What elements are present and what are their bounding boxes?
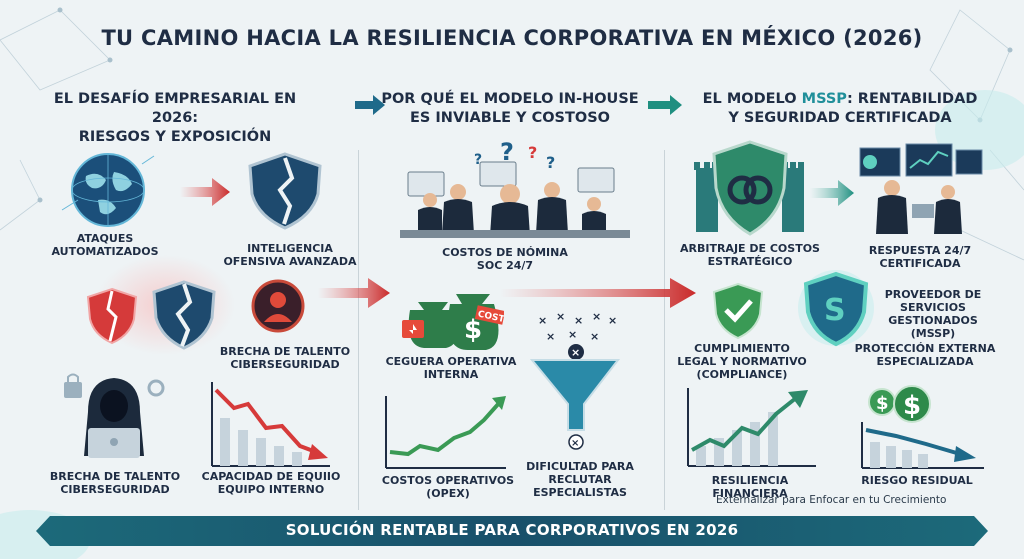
- hacker-badge-icon: [251, 279, 305, 333]
- svg-text:×: ×: [538, 314, 547, 327]
- svg-text:×: ×: [571, 438, 579, 449]
- declining-chart-icon: [211, 382, 330, 467]
- financial-resilience-chart-icon: [687, 388, 816, 467]
- column-heading-mssp: EL MODELO MSSP: RENTABILIDAD Y SEGURIDAD…: [702, 91, 978, 126]
- broken-shield-icon: [248, 152, 322, 230]
- column-divider-2: [664, 150, 665, 510]
- residual-risk-chart-icon: [861, 422, 984, 469]
- svg-text:?: ?: [500, 138, 514, 166]
- red-arrow-icon: [180, 178, 230, 206]
- label-residual-risk: RIESGO RESIDUAL: [861, 474, 973, 487]
- mssp-shield-icon: S: [798, 270, 874, 347]
- label-financial-resilience: RESILIENCIA FINANCIERA: [711, 474, 789, 500]
- svg-text:×: ×: [592, 312, 601, 323]
- svg-text:×: ×: [546, 330, 555, 343]
- svg-text:×: ×: [571, 346, 580, 359]
- svg-text:$: $: [876, 393, 889, 414]
- footer-banner-text: SOLUCIÓN RENTABLE PARA CORPORATIVOS EN 2…: [285, 521, 739, 539]
- coins-icon: $ $: [868, 385, 931, 423]
- hooded-hacker-icon: [64, 373, 165, 458]
- column-heading-challenge: EL DESAFÍO EMPRESARIAL EN 2026: RIESGOS …: [53, 91, 297, 145]
- stressed-team-illustration: ? ? ? ?: [400, 138, 630, 238]
- soc-team-dashboard-illustration: [859, 143, 983, 234]
- svg-text:?: ?: [528, 143, 537, 162]
- candidates-funnel-icon: ××××× ××× × ×: [529, 312, 621, 450]
- svg-text:S: S: [824, 293, 846, 328]
- svg-text:?: ?: [546, 153, 555, 172]
- header-arrow-1: [355, 95, 385, 115]
- transition-arrow-red-2: [500, 278, 696, 308]
- globe-icon: [61, 153, 155, 227]
- green-arrow-icon: [810, 180, 854, 206]
- svg-text:$: $: [464, 315, 482, 345]
- svg-text:?: ?: [474, 152, 482, 168]
- column-divider-1: [358, 150, 359, 510]
- svg-text:×: ×: [574, 314, 583, 327]
- tagline: Externalizar para Enfocar en tu Crecimie…: [716, 494, 947, 506]
- money-bags-icon: $ COST: [402, 294, 504, 350]
- transition-arrow-red-1: [318, 278, 390, 308]
- label-opex: COSTOS OPERATIVOS(OPEX): [381, 474, 515, 500]
- footer-band: [36, 516, 988, 546]
- svg-text:×: ×: [556, 312, 565, 323]
- svg-text:×: ×: [568, 328, 577, 341]
- broken-heart-shield-icon: [86, 287, 138, 345]
- linked-shield-castle-icon: [694, 140, 804, 236]
- check-shield-icon: [712, 282, 764, 340]
- svg-text:×: ×: [608, 314, 617, 327]
- page-title: TU CAMINO HACIA LA RESILIENCIA CORPORATI…: [101, 26, 923, 50]
- svg-text:×: ×: [590, 330, 599, 343]
- growing-cost-chart-icon: [385, 396, 506, 469]
- svg-text:$: $: [903, 391, 921, 421]
- header-arrow-2: [648, 95, 682, 115]
- column-heading-inhouse: POR QUÉ EL MODELO IN-HOUSE ES INVIABLE Y…: [381, 91, 639, 126]
- cracked-shield-icon: [152, 280, 216, 350]
